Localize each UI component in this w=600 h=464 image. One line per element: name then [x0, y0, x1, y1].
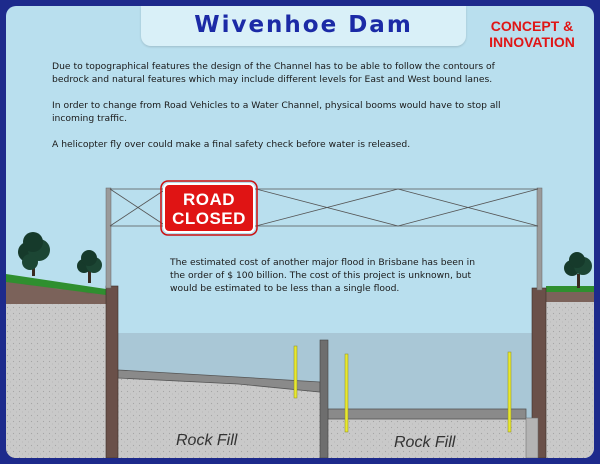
concept-innovation-badge: CONCEPT & INNOVATION	[476, 18, 588, 50]
concept-badge-line-1: CONCEPT &	[490, 18, 574, 34]
west-bank-earth-top	[6, 282, 106, 304]
tree-icon	[18, 232, 50, 276]
east-wall-step	[525, 417, 539, 458]
east-bank-earth-top	[546, 292, 594, 302]
road-sign-line-1: ROAD	[183, 190, 235, 209]
road-sign-line-2: CLOSED	[172, 209, 246, 228]
booms-paragraph: In order to change from Road Vehicles to…	[52, 100, 501, 124]
rock-fill-label-west: Rock Fill	[176, 432, 238, 449]
channel-cross-section: ROAD CLOSED Rock Fill Rock Fill	[6, 180, 594, 458]
tree-icon	[564, 252, 592, 288]
east-lane-slab	[327, 408, 527, 420]
gantry-post-east	[536, 187, 543, 291]
gantry-post-west	[105, 187, 112, 289]
road-closed-sign: ROAD CLOSED	[160, 180, 258, 236]
west-bank-grass	[6, 274, 106, 295]
rock-fill-label-east: Rock Fill	[394, 434, 456, 451]
safety-booms	[293, 345, 512, 433]
boom-pole	[344, 353, 349, 433]
cost-note: The estimated cost of another major floo…	[170, 257, 476, 294]
west-channel-wall	[105, 285, 119, 458]
center-divider-wall	[319, 339, 329, 458]
diagram-frame: ROAD CLOSED Rock Fill Rock Fill Wivenhoe…	[6, 6, 594, 458]
helicopter-paragraph: A helicopter fly over could make a final…	[52, 139, 411, 150]
east-bank-grass	[546, 286, 594, 292]
boom-pole	[293, 345, 298, 399]
intro-paragraph: Due to topographical features the design…	[52, 61, 495, 85]
west-bank-rock	[6, 302, 106, 458]
page-title: Wivenhoe Dam	[194, 12, 413, 38]
boom-pole	[507, 351, 512, 433]
title-tab: Wivenhoe Dam	[141, 6, 466, 46]
tree-icon	[77, 250, 102, 283]
east-bank-rock	[546, 302, 594, 458]
concept-badge-line-2: INNOVATION	[489, 34, 575, 50]
